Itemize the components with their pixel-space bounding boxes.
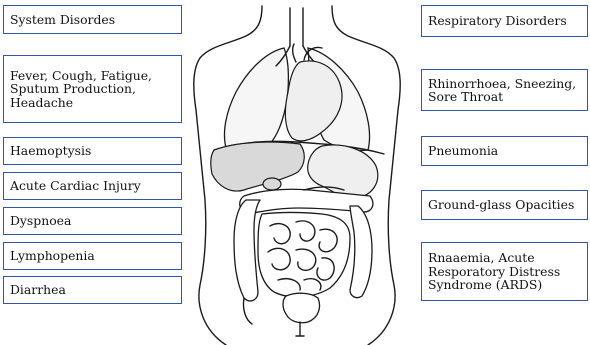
rectum bbox=[283, 293, 320, 323]
respiratory-disorders-header: Respiratory Disorders bbox=[421, 5, 588, 37]
liver bbox=[211, 142, 305, 191]
symptom-fever-cough-fatigue: Fever, Cough, Fatigue, Sputum Production… bbox=[3, 55, 182, 123]
symptom-rnaaemia-ards: Rnaaemia, Acute Resporatory Distress Syn… bbox=[421, 242, 588, 301]
symptom-haemoptysis: Haemoptysis bbox=[3, 137, 182, 165]
appendix bbox=[243, 298, 252, 324]
symptom-rhinorrhoea-sneezing: Rhinorrhoea, Sneezing, Sore Throat bbox=[421, 69, 588, 111]
descending-colon bbox=[350, 206, 372, 298]
ascending-colon bbox=[234, 200, 260, 301]
gallbladder bbox=[263, 178, 281, 190]
symptom-acute-cardiac-injury: Acute Cardiac Injury bbox=[3, 172, 182, 200]
symptom-diarrhea: Diarrhea bbox=[3, 276, 182, 304]
symptom-ground-glass-opacities: Ground-glass Opacities bbox=[421, 190, 588, 220]
urethra bbox=[296, 322, 304, 336]
symptom-dyspnoea: Dyspnoea bbox=[3, 207, 182, 235]
symptom-lymphopenia: Lymphopenia bbox=[3, 242, 182, 270]
symptom-pneumonia: Pneumonia bbox=[421, 136, 588, 166]
system-disorders-header: System Disordes bbox=[3, 5, 182, 34]
trachea bbox=[290, 8, 303, 46]
